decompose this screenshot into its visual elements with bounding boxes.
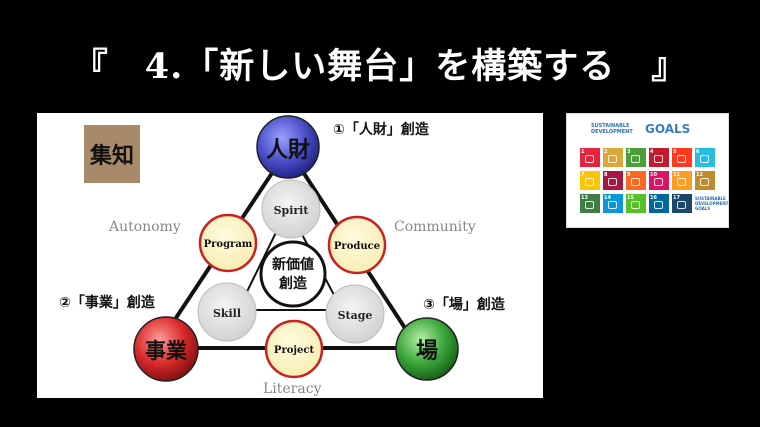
sdg-tile: 16	[649, 194, 669, 213]
sdg-tile-number: 17	[673, 195, 680, 201]
inner-node-label: Spirit	[274, 204, 310, 217]
sdg-tile-number: 16	[650, 195, 657, 201]
edge-label-literacy: Literacy	[263, 381, 322, 397]
sdg-tile: 7	[580, 171, 600, 190]
sdgs-header: SUSTAINABLE DEVELOPMENT	[591, 123, 711, 135]
sdg-tile-number: 9	[627, 172, 631, 178]
sdg-goal-icon	[654, 155, 663, 163]
sdg-goal-icon	[700, 178, 709, 186]
sdg-goal-icon	[631, 155, 640, 163]
edge-node-project: Project	[264, 319, 324, 379]
sdg-tile: 5	[672, 148, 692, 167]
sdg-tile: 6	[695, 148, 715, 167]
sdg-tile: 9	[626, 171, 646, 190]
inner-node-spirit: Spirit	[261, 179, 321, 239]
center-node: 新価値 創造	[259, 240, 327, 308]
sdgs-header-line: SUSTAINABLE	[591, 123, 630, 129]
slide-title: 『 4.「新しい舞台」を構築する 』	[72, 46, 688, 87]
sdg-tile: 14	[603, 194, 623, 213]
sdgs-logo-line: DEVELOPMENT	[695, 201, 729, 206]
inner-node-label: Stage	[338, 309, 373, 322]
sdg-tile: 8	[603, 171, 623, 190]
sdg-tile-number: 14	[604, 195, 611, 201]
sdg-goal-icon	[585, 155, 594, 163]
corner-label: 人財	[266, 137, 310, 163]
edge-node-produce: Produce	[327, 215, 387, 275]
sdg-goal-icon	[654, 201, 663, 209]
sdg-tile: 2	[603, 148, 623, 167]
center-label-line: 新価値	[272, 256, 314, 273]
sdg-goal-icon	[608, 155, 617, 163]
sdg-tile: 1	[580, 148, 600, 167]
sdg-tile: 15	[626, 194, 646, 213]
sdgs-goals-word: GOALS	[645, 122, 691, 136]
sdg-tile-number: 8	[604, 172, 608, 178]
edge-label-community: Community	[394, 219, 476, 235]
edge-node-program: Program	[198, 213, 258, 273]
edge-node-label: Program	[204, 239, 253, 250]
sdg-tile-number: 4	[650, 149, 654, 155]
sdgs-header-line: DEVELOPMENT	[591, 129, 633, 135]
sdg-tile-number: 7	[581, 172, 585, 178]
corner-node-jigyou: 事業	[133, 316, 199, 382]
sdg-tile: 10	[649, 171, 669, 190]
caption-jinzai: ①「人財」創造	[333, 121, 429, 138]
sdg-goal-icon	[677, 155, 686, 163]
sdg-goal-icon	[585, 178, 594, 186]
edge-node-label: Project	[274, 345, 315, 356]
sdg-tile-number: 11	[673, 172, 680, 178]
caption-ba: ③「場」創造	[423, 296, 505, 313]
sdgs-logo-line: SUSTAINABLE	[695, 196, 726, 201]
edge-label-autonomy: Autonomy	[108, 219, 181, 235]
inner-node-label: Skill	[213, 307, 241, 320]
corner-label: 場	[416, 338, 438, 364]
sdg-tile-number: 12	[696, 172, 703, 178]
sdg-tile-number: 15	[627, 195, 634, 201]
sdg-tile-number: 2	[604, 149, 608, 155]
inner-node-skill: Skill	[197, 282, 257, 342]
logo-glyph: 集知	[89, 143, 134, 169]
inner-node-stage: Stage	[325, 284, 385, 344]
sdg-tile: 17	[672, 194, 692, 213]
sdg-tile: 3	[626, 148, 646, 167]
sdg-tile-number: 13	[581, 195, 588, 201]
sdg-tile: 12	[695, 171, 715, 190]
corner-label: 事業	[145, 338, 188, 363]
caption-jigyou: ②「事業」創造	[59, 294, 155, 311]
corner-node-jinzai: 人財	[256, 115, 320, 179]
sdg-goal-icon	[700, 155, 709, 163]
sdg-tile-number: 10	[650, 172, 657, 178]
center-label-line: 創造	[278, 275, 307, 292]
sdg-tile-number: 1	[581, 149, 585, 155]
sdg-goal-icon	[608, 178, 617, 186]
sdgs-logo-line: GOALS	[695, 206, 711, 211]
sdg-goal-icon	[631, 178, 640, 186]
sdg-tile: 4	[649, 148, 669, 167]
sdg-goal-icon	[585, 201, 594, 209]
sdg-goal-icon	[631, 201, 640, 209]
edge-node-label: Produce	[334, 241, 380, 252]
sdg-tile-number: 3	[627, 149, 631, 155]
stage-diagram: 集知 Spirit Skill Stage 新価値 創造 Program	[37, 113, 543, 398]
sdg-goal-icon	[677, 178, 686, 186]
sdg-tile: 13	[580, 194, 600, 213]
diagram-canvas: 集知 Spirit Skill Stage 新価値 創造 Program	[59, 115, 505, 397]
sdg-tile-number: 6	[696, 149, 700, 155]
sdg-goal-icon	[654, 178, 663, 186]
sdg-goal-icon	[677, 201, 686, 209]
sdg-goal-icon	[608, 201, 617, 209]
sdg-tile-number: 5	[673, 149, 677, 155]
corner-node-ba: 場	[395, 317, 459, 381]
shuchi-logo: 集知	[84, 125, 140, 183]
sdg-tile: 11	[672, 171, 692, 190]
